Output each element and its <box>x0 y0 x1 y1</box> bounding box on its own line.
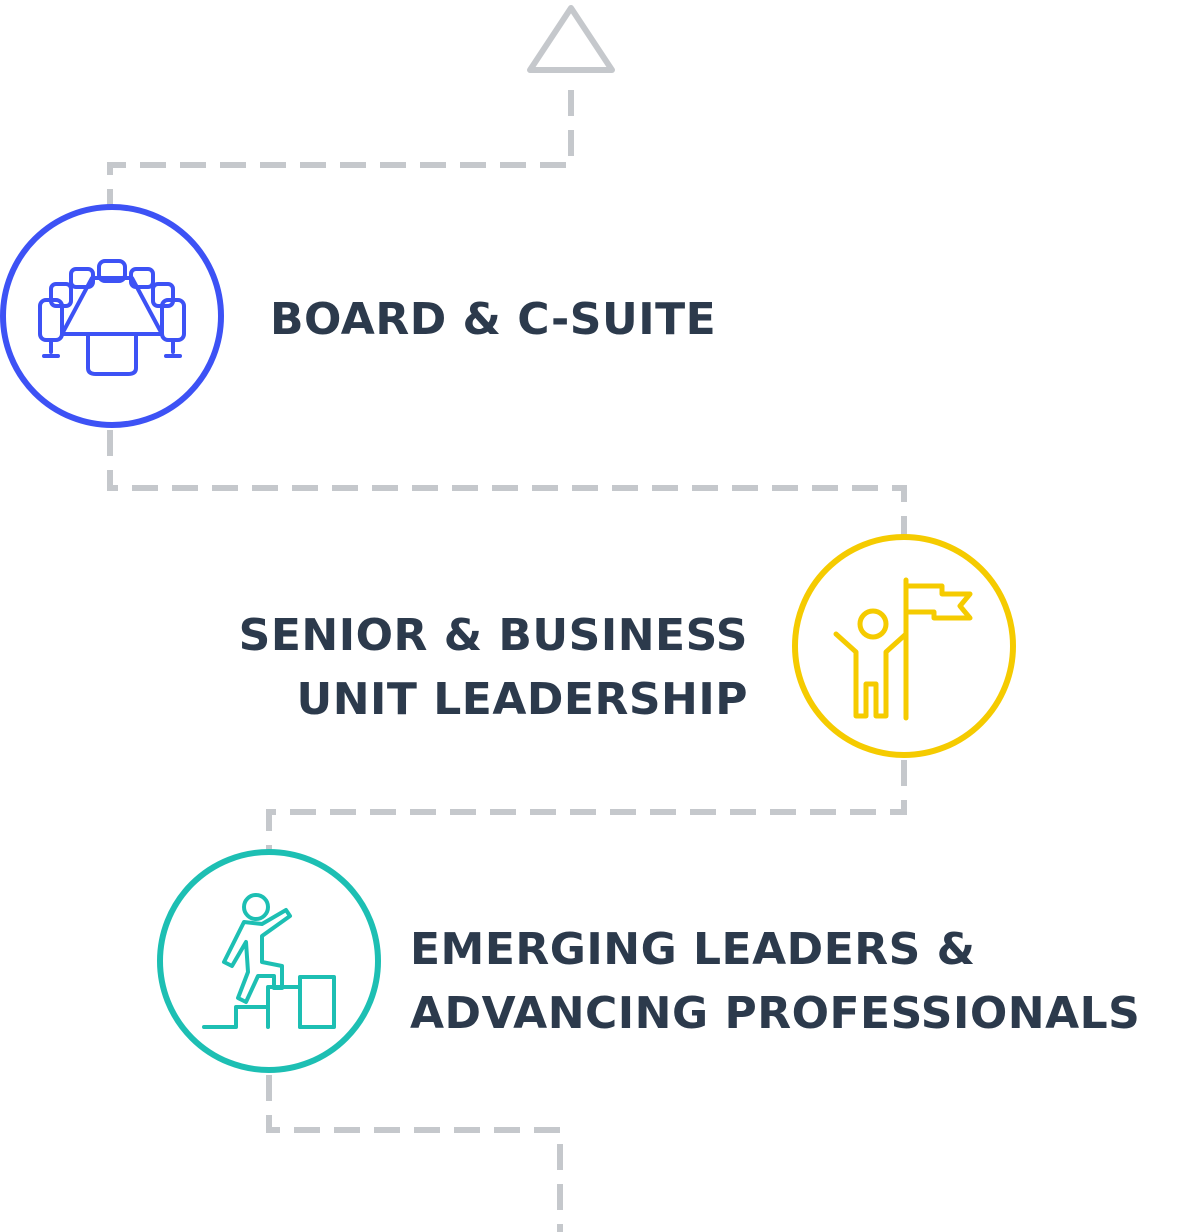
label-line: EMERGING LEADERS & <box>410 924 976 975</box>
person-climbing-stairs-icon <box>202 893 336 1029</box>
label-line: UNIT LEADERSHIP <box>296 674 748 725</box>
level-label-emerging: EMERGING LEADERS & ADVANCING PROFESSIONA… <box>410 918 1140 1046</box>
connector-board-to-senior <box>107 430 907 535</box>
level-label-senior: SENIOR & BUSINESS UNIT LEADERSHIP <box>239 604 748 732</box>
label-line: ADVANCING PROFESSIONALS <box>410 988 1141 1039</box>
label-line: BOARD & C-SUITE <box>270 294 717 345</box>
senior-level-badge <box>792 534 1016 758</box>
triangle-outline-icon <box>527 5 615 73</box>
emerging-level-badge <box>157 849 381 1073</box>
label-line: SENIOR & BUSINESS <box>238 610 748 661</box>
conference-table-icon <box>38 259 186 376</box>
person-with-flag-icon <box>833 577 973 721</box>
connector-senior-to-emerging <box>266 760 907 850</box>
connector-bottom <box>266 1075 563 1232</box>
level-label-board: BOARD & C-SUITE <box>270 288 716 352</box>
emerging-circle <box>157 849 381 1073</box>
dashed-connector-path <box>107 90 907 1232</box>
senior-circle <box>792 534 1016 758</box>
connector-top <box>107 90 574 205</box>
board-level-badge <box>0 204 224 428</box>
board-circle <box>0 204 224 428</box>
